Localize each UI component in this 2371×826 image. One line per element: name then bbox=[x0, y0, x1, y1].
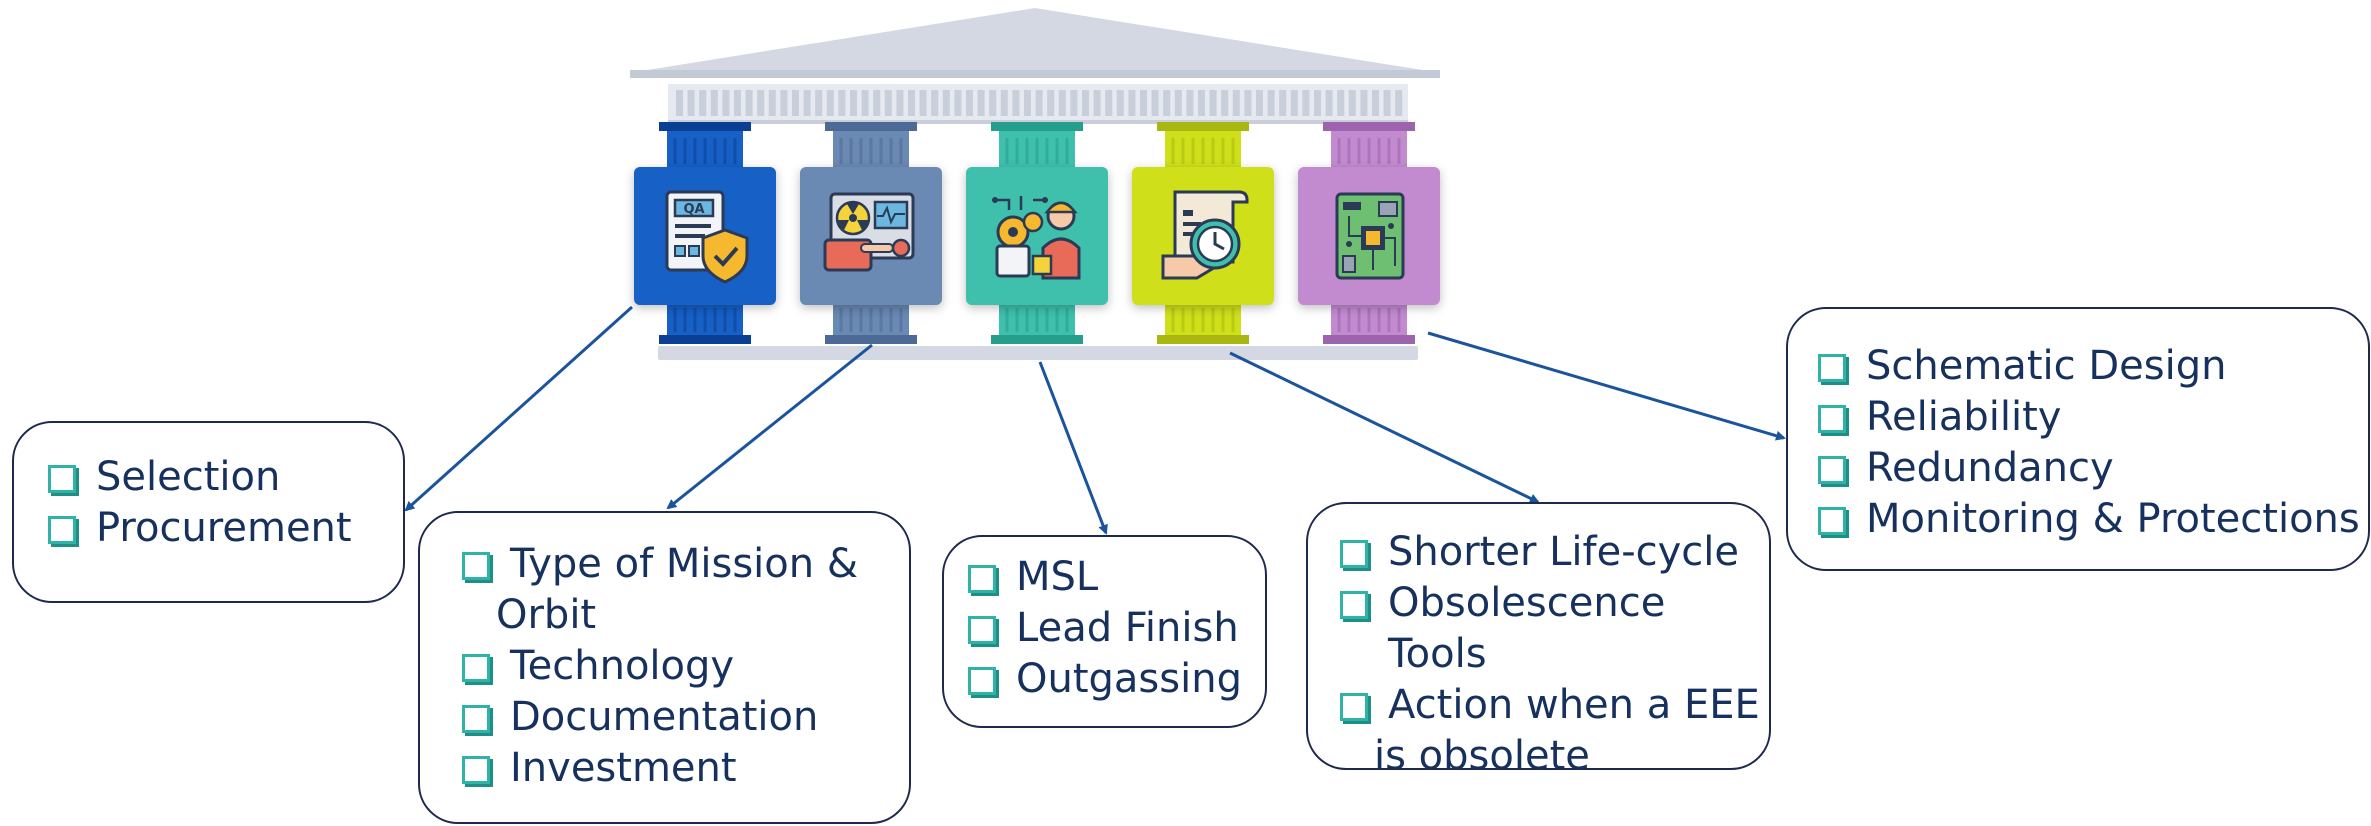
pillar-tile-engineer bbox=[966, 167, 1108, 305]
qa-badge-icon: QA bbox=[665, 190, 749, 284]
pillar-tile-qa: QA bbox=[634, 167, 776, 305]
list-item: Type of Mission & bbox=[458, 539, 909, 590]
list-item-text: Investment bbox=[510, 745, 737, 791]
list-item: Schematic Design bbox=[1814, 341, 2368, 392]
checkbox-bullet-icon bbox=[1818, 354, 1846, 382]
list-item-text: Technology bbox=[510, 643, 735, 689]
checkbox-bullet-icon bbox=[48, 516, 76, 544]
list-item: Action when a EEE bbox=[1336, 680, 1769, 731]
list-item: Obsolescence Tools bbox=[1336, 578, 1769, 680]
checkbox-bullet-icon bbox=[462, 552, 490, 580]
arrow-circuit-to-box5 bbox=[1427, 331, 1786, 441]
temple-roof-edge bbox=[630, 70, 1440, 78]
list-item: is obsolete bbox=[1336, 731, 1769, 782]
temple-columns bbox=[659, 122, 1415, 344]
checkbox-bullet-icon bbox=[1340, 540, 1368, 568]
list-item: Technology bbox=[458, 641, 909, 692]
circuit-board-icon bbox=[1335, 192, 1405, 280]
temple-frieze-pattern bbox=[676, 90, 1403, 116]
checkbox-bullet-icon bbox=[1340, 693, 1368, 721]
list-item: Lead Finish bbox=[964, 603, 1265, 654]
arrow-engineer-to-box3 bbox=[1038, 361, 1108, 535]
list-item-text: Monitoring & Protections bbox=[1866, 496, 2360, 542]
checkbox-bullet-icon bbox=[1818, 456, 1846, 484]
arrow-radiation-to-box2 bbox=[666, 343, 873, 510]
checkbox-bullet-icon bbox=[48, 465, 76, 493]
list-item-text: Type of Mission & bbox=[510, 541, 859, 587]
checkbox-bullet-icon bbox=[462, 756, 490, 784]
svg-text:QA: QA bbox=[683, 202, 704, 217]
checkbox-bullet-icon bbox=[1818, 507, 1846, 535]
radiation-measure-icon bbox=[823, 192, 915, 272]
list-item: Documentation bbox=[458, 692, 909, 743]
pillar-tile-circuit bbox=[1298, 167, 1440, 305]
temple-base bbox=[658, 346, 1418, 360]
document-clock-icon bbox=[1161, 190, 1249, 280]
list-item-text: Selection bbox=[96, 454, 281, 500]
checkbox-bullet-icon bbox=[968, 565, 996, 593]
pillar-tile-radiation bbox=[800, 167, 942, 305]
list-item-text: Procurement bbox=[96, 505, 352, 551]
list-item-text: Outgassing bbox=[1016, 656, 1242, 702]
arrow-document-to-box4 bbox=[1229, 351, 1540, 504]
list-item-text: Reliability bbox=[1866, 394, 2062, 440]
list-item-text: Lead Finish bbox=[1016, 605, 1239, 651]
checkbox-bullet-icon bbox=[1818, 405, 1846, 433]
list-item: Outgassing bbox=[964, 654, 1265, 705]
list-item-text: MSL bbox=[1016, 554, 1099, 600]
list-item: Investment bbox=[458, 743, 909, 794]
checkbox-bullet-icon bbox=[462, 705, 490, 733]
list-item-text: Orbit bbox=[496, 592, 597, 638]
checkbox-bullet-icon bbox=[1340, 591, 1368, 619]
list-item: Shorter Life-cycle bbox=[1336, 527, 1769, 578]
engineer-gears-icon bbox=[992, 196, 1081, 280]
list-item: Procurement bbox=[44, 503, 403, 554]
list-item-text: Obsolescence Tools bbox=[1388, 580, 1666, 677]
list-item: Orbit bbox=[458, 590, 909, 641]
list-item: Redundancy bbox=[1814, 443, 2368, 494]
list-item-text: Action when a EEE bbox=[1388, 682, 1760, 728]
list-item-text: Redundancy bbox=[1866, 445, 2114, 491]
list-item-text: Shorter Life-cycle bbox=[1388, 529, 1740, 575]
list-item-text: Schematic Design bbox=[1866, 343, 2227, 389]
checkbox-bullet-icon bbox=[968, 616, 996, 644]
arrow-qa-to-box1 bbox=[404, 305, 634, 512]
list-item: MSL bbox=[964, 552, 1265, 603]
list-item-text: Documentation bbox=[510, 694, 819, 740]
checkbox-bullet-icon bbox=[968, 667, 996, 695]
pillar-tile-document bbox=[1132, 167, 1274, 305]
temple-roof bbox=[635, 8, 1435, 72]
list-item: Reliability bbox=[1814, 392, 2368, 443]
list-item-text: is obsolete bbox=[1374, 733, 1590, 779]
list-item: Monitoring & Protections bbox=[1814, 494, 2368, 545]
list-item: Selection bbox=[44, 452, 403, 503]
checkbox-bullet-icon bbox=[462, 654, 490, 682]
